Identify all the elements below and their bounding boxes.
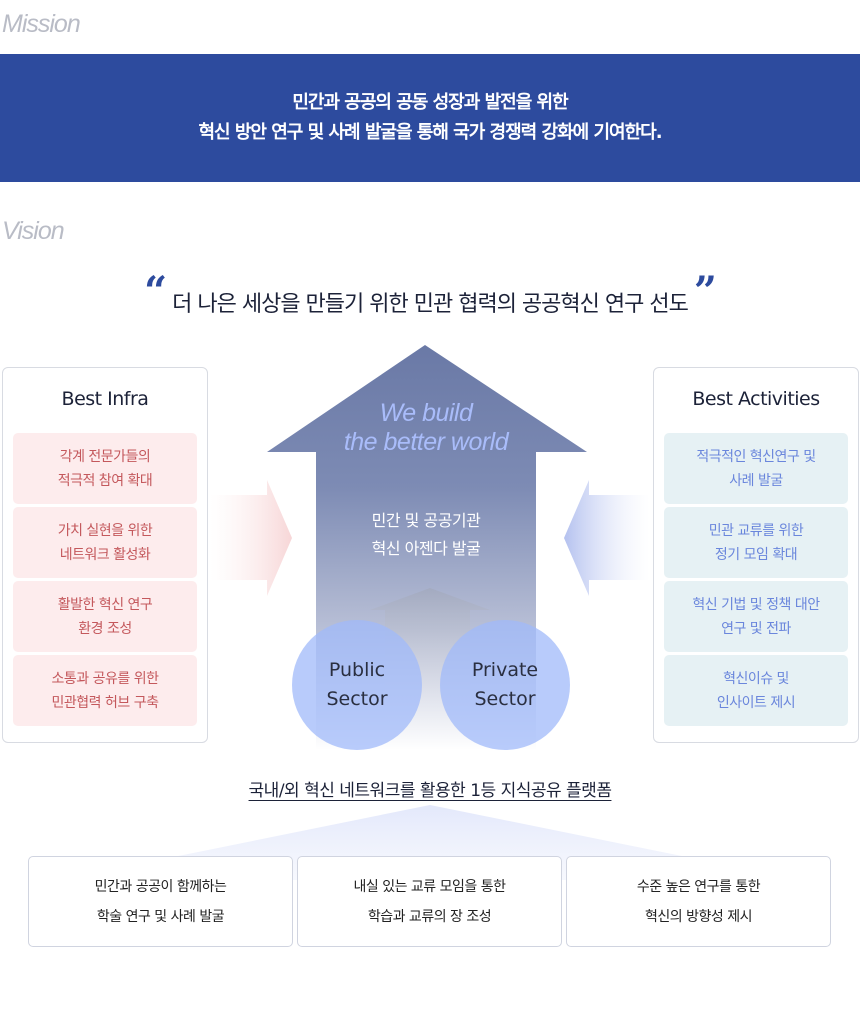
infra-item: 가치 실현을 위한 네트워크 활성화 [13,507,197,578]
mission-line-2: 혁신 방안 연구 및 사례 발굴을 통해 국가 경쟁력 강화에 기여한다. [198,122,662,143]
activity-item: 혁신이슈 및 인사이트 제시 [664,655,848,726]
infra-item: 소통과 공유를 위한 민관협력 허브 구축 [13,655,197,726]
activity-item: 민관 교류를 위한 정기 모임 확대 [664,507,848,578]
open-quote-icon: “ [144,268,167,315]
activity-item: 적극적인 혁신연구 및 사례 발굴 [664,433,848,504]
best-activities-title: Best Activities [692,388,820,410]
agenda-text: 민간 및 공공기관 혁신 아젠다 발굴 [316,507,536,563]
public-sector-circle: Public Sector [292,620,422,750]
vision-quote: “ 더 나은 세상을 만들기 위한 민관 협력의 공공혁신 연구 선도 ” [0,268,860,325]
best-infra-panel: Best Infra 각계 전문가들의 적극적 참여 확대 가치 실현을 위한 … [2,367,208,743]
best-infra-title: Best Infra [61,388,149,410]
best-activities-panel: Best Activities 적극적인 혁신연구 및 사례 발굴 민관 교류를… [653,367,859,743]
infra-item: 각계 전문가들의 적극적 참여 확대 [13,433,197,504]
platform-box: 수준 높은 연구를 통한 혁신의 방향성 제시 [566,856,831,947]
platform-box: 민간과 공공이 함께하는 학술 연구 및 사례 발굴 [28,856,293,947]
mission-banner: 민간과 공공의 공동 성장과 발전을 위한 혁신 방안 연구 및 사례 발굴을 … [0,54,860,182]
activity-item: 혁신 기법 및 정책 대안 연구 및 전파 [664,581,848,652]
left-pointing-arrow [564,480,650,596]
agenda-line-2: 혁신 아젠다 발굴 [371,539,481,558]
platform-box: 내실 있는 교류 모임을 통한 학습과 교류의 장 조성 [297,856,562,947]
close-quote-icon: ” [693,268,717,315]
slogan-line-1: We build [379,399,473,427]
right-pointing-arrow [210,480,292,596]
slogan: We build the better world [316,399,536,457]
platform-title-text: 국내/외 혁신 네트워크를 활용한 1등 지식공유 플랫폼 [248,781,612,801]
platform-title: 국내/외 혁신 네트워크를 활용한 1등 지식공유 플랫폼 [0,776,860,801]
slogan-line-2: the better world [343,428,509,456]
vision-label: Vision [2,217,65,245]
vision-statement: 더 나은 세상을 만들기 위한 민관 협력의 공공혁신 연구 선도 [172,292,689,317]
agenda-line-1: 민간 및 공공기관 [371,511,481,530]
private-sector-circle: Private Sector [440,620,570,750]
mission-label: Mission [2,10,81,38]
infra-item: 활발한 혁신 연구 환경 조성 [13,581,197,652]
mission-line-1: 민간과 공공의 공동 성장과 발전을 위한 [292,92,568,113]
